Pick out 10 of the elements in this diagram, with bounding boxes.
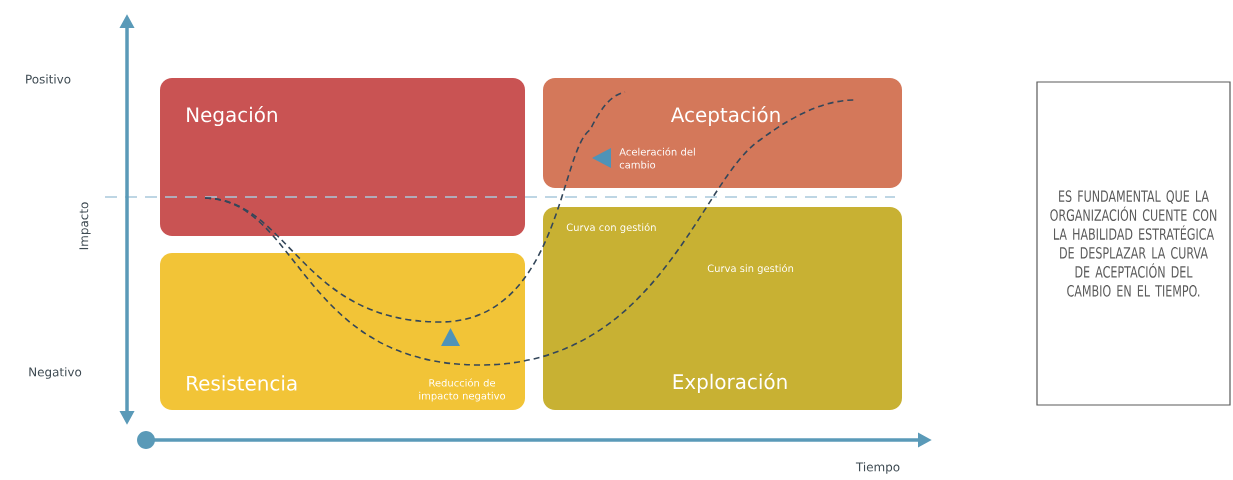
annotation-text: Aceleración del cambio	[619, 147, 695, 169]
annotation-text: Curva sin gestión	[707, 263, 794, 274]
annotation-text: Curva con gestión	[566, 222, 656, 233]
annotation-text: Reducción de impacto negativo	[419, 378, 506, 402]
axis-label: Impacto	[79, 202, 91, 250]
axis-label: Positivo	[26, 74, 71, 84]
axis-label: Tiempo	[855, 462, 900, 474]
quadrant-box: Negación	[160, 78, 525, 236]
note-box: ES FUNDAMENTAL QUE LA ORGANIZACIÓN CUENTE CON LA HABILIDAD ESTRATÉGICA DE DESPLAZAR LA CURVA DE ACEPTACIÓN DEL CAMBIO EN EL TIEMPO.	[1036, 81, 1231, 406]
axis-label: Negativo	[29, 367, 82, 379]
